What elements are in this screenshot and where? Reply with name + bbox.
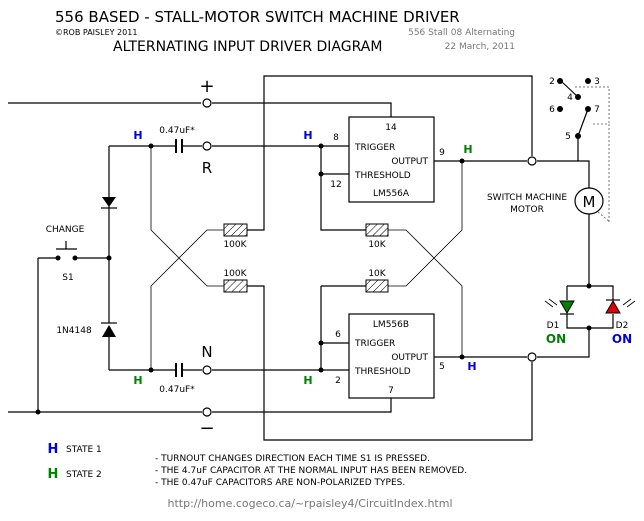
r-100k-top-label: 100K bbox=[223, 240, 247, 250]
pushbutton-switch-icon bbox=[55, 241, 78, 261]
terminals bbox=[202, 98, 537, 417]
minus-terminal-label: − bbox=[199, 418, 214, 439]
note: - THE 0.47uF CAPACITORS ARE NON-POLARIZE… bbox=[155, 478, 405, 488]
diagram-subtitle: ALTERNATING INPUT DRIVER DIAGRAM bbox=[113, 39, 382, 55]
r-10k-top-label: 10K bbox=[368, 240, 386, 250]
ic-a-trigger: TRIGGER bbox=[354, 143, 395, 153]
led2-label: D2 bbox=[616, 321, 629, 331]
state-mark: H bbox=[463, 143, 472, 156]
ic-b-name: LM556B bbox=[373, 320, 409, 330]
cap-top-label: 0.47uF* bbox=[159, 126, 195, 136]
ic-b-trigger: TRIGGER bbox=[354, 339, 395, 349]
legend-mark-state2: H bbox=[48, 467, 59, 482]
pin-8: 8 bbox=[333, 133, 339, 143]
r-100k-bottom-label: 100K bbox=[223, 269, 247, 279]
ic-lm556b bbox=[348, 313, 435, 399]
resistor-10k-top bbox=[365, 223, 389, 237]
motor-switch-contacts: 2 3 4 6 7 5 bbox=[549, 77, 600, 142]
motor-icon: M bbox=[574, 187, 604, 215]
normal-terminal-label: N bbox=[201, 343, 212, 361]
url-link[interactable]: http://home.cogeco.ca/~rpaisley4/Circuit… bbox=[167, 497, 452, 510]
state-mark: H bbox=[133, 129, 142, 142]
date: 22 March, 2011 bbox=[445, 42, 515, 52]
led2-state: ON bbox=[612, 332, 632, 346]
capacitor-bottom bbox=[175, 363, 183, 377]
resistor-100k-bottom bbox=[223, 279, 248, 293]
legend-label-state2: STATE 2 bbox=[66, 470, 102, 480]
diagram-title: 556 BASED - STALL-MOTOR SWITCH MACHINE D… bbox=[55, 8, 460, 26]
resistor-10k-bottom bbox=[365, 279, 389, 293]
diode-top-icon bbox=[101, 197, 117, 209]
wires bbox=[8, 75, 614, 441]
diode-bottom-icon bbox=[101, 322, 117, 337]
led-d2-icon bbox=[605, 298, 636, 314]
legend-label-state1: STATE 1 bbox=[66, 445, 102, 455]
note: - THE 4.7uF CAPACITOR AT THE NORMAL INPU… bbox=[155, 466, 467, 476]
copyright: ©ROB PAISLEY 2011 bbox=[55, 28, 137, 37]
note: - TURNOUT CHANGES DIRECTION EACH TIME S1… bbox=[155, 454, 430, 464]
pin-9: 9 bbox=[439, 148, 445, 158]
svg-text:3: 3 bbox=[594, 77, 600, 87]
state-mark: H bbox=[133, 374, 142, 387]
pin-6: 6 bbox=[335, 330, 341, 340]
svg-text:2: 2 bbox=[549, 77, 555, 87]
r-10k-bottom-label: 10K bbox=[368, 269, 386, 279]
svg-text:7: 7 bbox=[594, 105, 600, 115]
state-mark: H bbox=[467, 360, 476, 373]
state-mark: H bbox=[303, 129, 312, 142]
ic-b-output: OUTPUT bbox=[391, 353, 428, 363]
cap-bottom-label: 0.47uF* bbox=[159, 385, 195, 395]
svg-text:5: 5 bbox=[565, 132, 571, 142]
ic-lm556a bbox=[348, 116, 435, 203]
svg-text:M: M bbox=[583, 193, 596, 211]
junction-dots bbox=[35, 143, 592, 415]
motor-label: SWITCH MACHINE bbox=[487, 193, 567, 203]
pin-14: 14 bbox=[385, 123, 397, 133]
diode-label: 1N4148 bbox=[56, 326, 92, 336]
ic-b-threshold: THRESHOLD bbox=[354, 367, 411, 377]
switch-name: S1 bbox=[62, 273, 73, 283]
motor-label: MOTOR bbox=[510, 205, 544, 215]
svg-text:4: 4 bbox=[567, 93, 573, 103]
pin-2: 2 bbox=[335, 376, 341, 386]
svg-text:6: 6 bbox=[549, 105, 555, 115]
led1-state: ON bbox=[546, 332, 566, 346]
pin-5: 5 bbox=[439, 362, 445, 372]
ic-a-name: LM556A bbox=[373, 189, 410, 199]
plus-terminal-label: + bbox=[199, 76, 214, 97]
legend-mark-state1: H bbox=[48, 442, 59, 457]
led1-label: D1 bbox=[547, 321, 560, 331]
reverse-terminal-label: R bbox=[202, 159, 212, 177]
led-d1-icon bbox=[544, 298, 575, 315]
ic-a-threshold: THRESHOLD bbox=[354, 171, 411, 181]
pin-12: 12 bbox=[330, 180, 341, 190]
switch-label: CHANGE bbox=[46, 225, 85, 235]
ic-a-output: OUTPUT bbox=[391, 157, 428, 167]
state-mark: H bbox=[303, 374, 312, 387]
capacitor-top bbox=[175, 139, 183, 153]
resistor-100k-top bbox=[223, 223, 248, 237]
pin-7: 7 bbox=[388, 386, 394, 396]
file-name: 556 Stall 08 Alternating bbox=[408, 28, 515, 38]
